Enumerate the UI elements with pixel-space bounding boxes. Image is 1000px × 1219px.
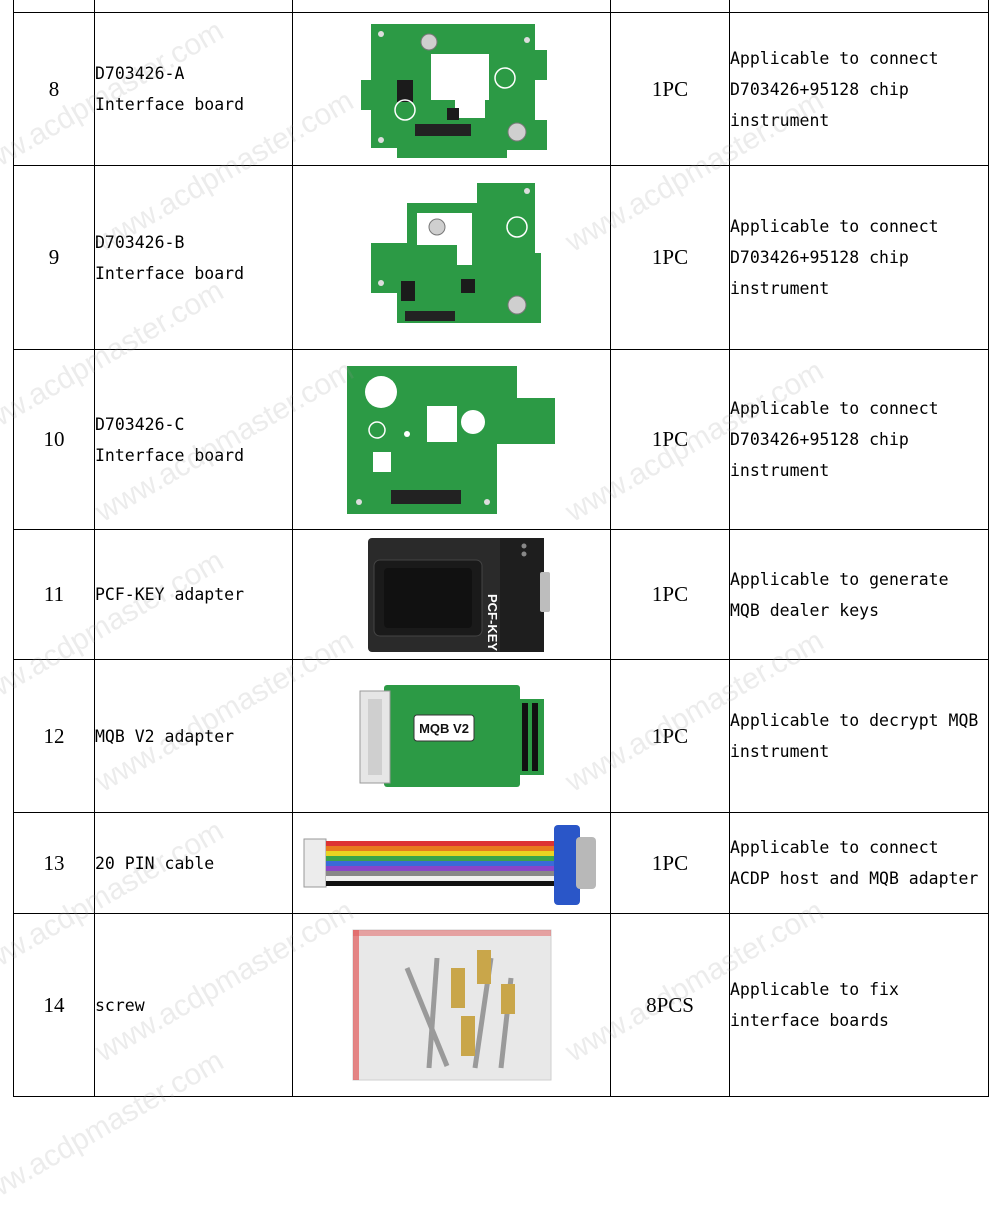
- item-image: [292, 812, 611, 914]
- table-row: 8 D703426-A Interface board 1PC Applicab: [13, 12, 989, 166]
- description-line: Applicable to decrypt MQB: [730, 711, 979, 730]
- description-line: Applicable to connect: [730, 217, 939, 236]
- parts-table: 8 D703426-A Interface board 1PC Applicab: [13, 0, 989, 1097]
- description-line: Applicable to connect: [730, 48, 939, 68]
- item-number: 13: [13, 812, 95, 914]
- item-name: D703426-A Interface board: [94, 12, 293, 166]
- item-name-line: Interface board: [95, 263, 245, 283]
- item-number: 14: [13, 913, 95, 1097]
- item-quantity: 1PC: [610, 349, 730, 530]
- item-number: 9: [13, 165, 95, 350]
- item-name-line: Interface board: [95, 95, 245, 114]
- description-line: instrument: [730, 461, 830, 480]
- description-line: Applicable to fix: [730, 980, 899, 999]
- item-name: 20 PIN cable: [94, 812, 293, 914]
- item-description: Applicable to decrypt MQB instrument: [729, 659, 989, 813]
- item-quantity: 1PC: [610, 165, 730, 350]
- item-description: Applicable to fix interface boards: [729, 913, 989, 1097]
- item-name: D703426-C Interface board: [94, 349, 293, 530]
- adapter-label: MQB V2: [419, 721, 469, 736]
- item-name-line: PCF-KEY adapter: [95, 585, 245, 604]
- item-image: [292, 12, 611, 166]
- item-description: Applicable to generate MQB dealer keys: [729, 529, 989, 660]
- item-quantity: 1PC: [610, 812, 730, 914]
- item-quantity: 1PC: [610, 659, 730, 813]
- item-quantity: 1PC: [610, 12, 730, 166]
- item-name: PCF-KEY adapter: [94, 529, 293, 660]
- item-image: MQB V2: [292, 659, 611, 813]
- pcb-board-icon: [370, 182, 541, 323]
- item-description: Applicable to connect ACDP host and MQB …: [729, 812, 989, 914]
- description-line: Applicable to connect: [730, 399, 939, 418]
- item-image: [292, 349, 611, 530]
- item-name-line: 20 PIN cable: [95, 853, 215, 873]
- description-line: D703426+95128 chip: [730, 79, 909, 99]
- item-number: 12: [13, 659, 95, 813]
- description-line: D703426+95128 chip: [730, 430, 909, 449]
- item-name-line: D703426-B: [95, 232, 185, 252]
- item-image: [292, 165, 611, 350]
- item-name: screw: [94, 913, 293, 1097]
- mqb-adapter-icon: MQB V2: [359, 685, 544, 787]
- description-line: MQB dealer keys: [730, 600, 880, 620]
- item-description: Applicable to connect D703426+95128 chip…: [729, 349, 989, 530]
- table-row: 12 MQB V2 adapter MQB V2 1PC Applicable …: [13, 659, 989, 813]
- pcb-board-icon: [346, 365, 555, 514]
- item-name-line: MQB V2 adapter: [95, 726, 235, 746]
- item-name-line: D703426-A: [95, 64, 185, 83]
- item-image: PCF-KEY: [292, 529, 611, 660]
- item-name-line: D703426-C: [95, 414, 185, 434]
- table-row-header-remnant: [13, 0, 989, 13]
- description-line: instrument: [730, 279, 830, 298]
- description-line: instrument: [730, 110, 830, 130]
- table-row: 11 PCF-KEY adapter PCF-KEY 1PC Applicabl…: [13, 529, 989, 660]
- description-line: ACDP host and MQB adapter: [730, 869, 979, 888]
- description-line: Applicable to connect: [730, 838, 939, 857]
- pcb-board-icon: [360, 24, 547, 158]
- description-line: Applicable to generate: [730, 569, 949, 589]
- item-name: MQB V2 adapter: [94, 659, 293, 813]
- table-row: 14 screw 8PCS Applicable to fix interfac: [13, 913, 989, 1097]
- screw-bag-icon: [352, 929, 551, 1081]
- item-number: 10: [13, 349, 95, 530]
- adapter-label: PCF-KEY: [485, 594, 500, 651]
- table-row: 10 D703426-C Interface board 1PC Applica…: [13, 349, 989, 530]
- item-name: D703426-B Interface board: [94, 165, 293, 350]
- item-name-line: screw: [95, 995, 145, 1015]
- table-row: 13 20 PIN cable 1PC Applicable to con: [13, 812, 989, 914]
- item-description: Applicable to connect D703426+95128 chip…: [729, 165, 989, 350]
- item-number: 8: [13, 12, 95, 166]
- item-image: [292, 913, 611, 1097]
- item-quantity: 1PC: [610, 529, 730, 660]
- item-description: Applicable to connect D703426+95128 chip…: [729, 12, 989, 166]
- description-line: D703426+95128 chip: [730, 248, 909, 267]
- description-line: instrument: [730, 742, 830, 761]
- table-row: 9 D703426-B Interface board 1PC Applicab…: [13, 165, 989, 350]
- item-number: 11: [13, 529, 95, 660]
- description-line: interface boards: [730, 1011, 889, 1030]
- item-quantity: 8PCS: [610, 913, 730, 1097]
- item-name-line: Interface board: [95, 445, 245, 465]
- pcf-key-adapter-icon: PCF-KEY: [367, 537, 550, 652]
- ribbon-cable-icon: [303, 825, 596, 905]
